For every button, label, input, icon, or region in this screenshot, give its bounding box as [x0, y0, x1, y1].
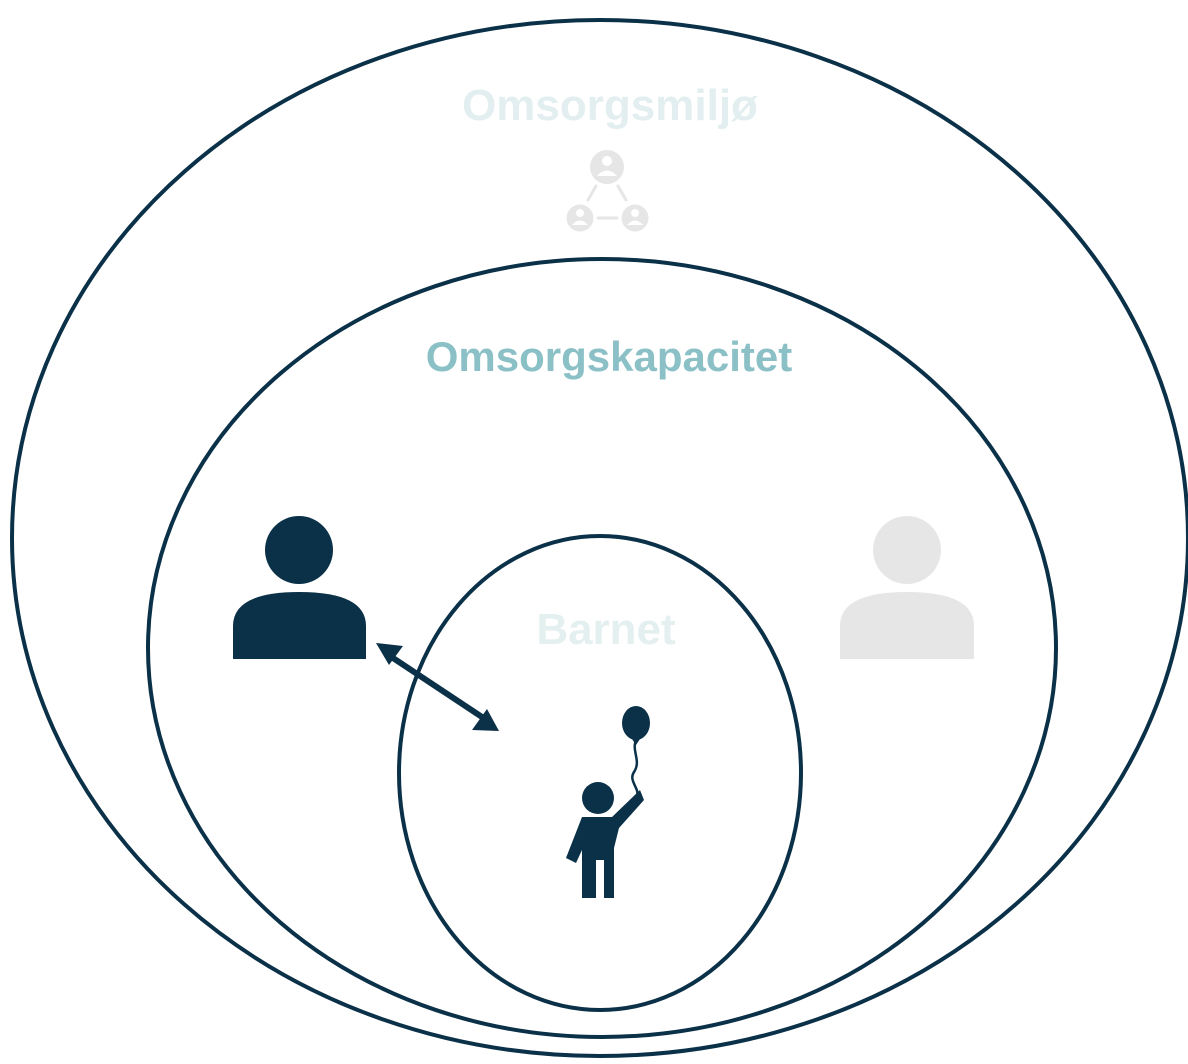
- people-network-icon: [566, 150, 649, 232]
- caregiver-inactive-icon: [840, 516, 974, 659]
- outer-ring-care-environment: [10, 18, 1188, 1058]
- middle-ring-care-capacity: [146, 257, 1058, 1039]
- middle-ring-label: Omsorgskapacitet: [426, 333, 792, 380]
- caregiver-active-icon: [233, 516, 366, 659]
- inner-ring-label: Barnet: [536, 605, 676, 654]
- child-with-balloon-icon: [566, 706, 650, 898]
- inner-ring-child: [397, 534, 803, 1012]
- double-arrow-icon: [376, 643, 499, 731]
- outer-ring-label: Omsorgsmiljø: [462, 81, 758, 130]
